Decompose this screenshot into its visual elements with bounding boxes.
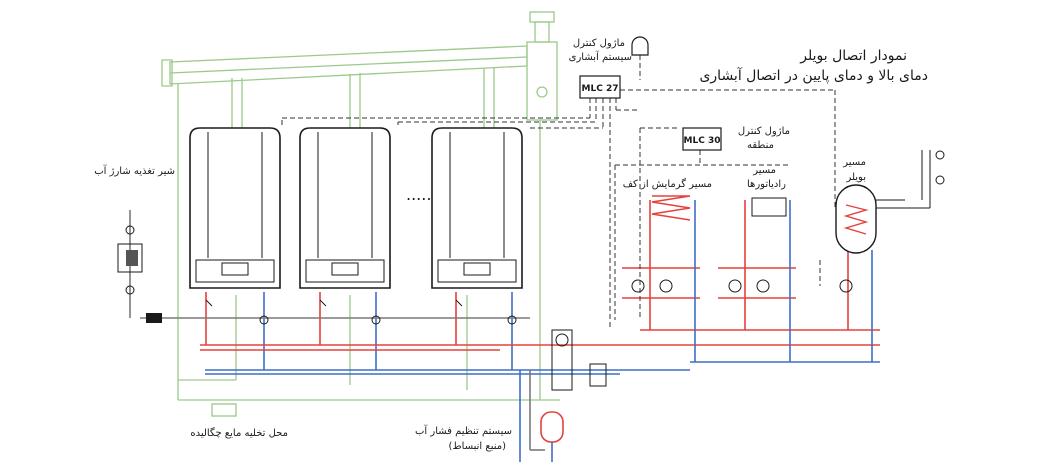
boiler-2 — [299, 127, 391, 289]
cascade-module-box — [579, 75, 621, 99]
boiler-circuit-label-2: بویلر — [845, 172, 866, 183]
zone-module-box — [682, 127, 722, 151]
drain-label: محل تخلیه مایع چگالیده — [190, 427, 288, 439]
radiators-label-1: مسیر — [752, 165, 776, 176]
control-wiring — [281, 55, 836, 330]
zone-manifolds — [622, 150, 945, 363]
zone-module-code: MLC 30 — [684, 136, 721, 146]
fill-valve-assembly — [117, 210, 143, 318]
radiators-label-2: رادیاتورها — [747, 179, 786, 190]
expansion-vessel — [540, 411, 564, 462]
outdoor-sensor-icon — [631, 36, 649, 56]
fill-valve-label: شیر تغذیه شارژ آب — [94, 164, 175, 177]
boiler-circuit-label-1: مسیر — [842, 157, 866, 168]
flue-system — [161, 11, 560, 417]
pressure-label-1: سیستم تنظیم فشار آب — [415, 424, 512, 437]
cascade-module-label-1: ماژول کنترل — [573, 38, 625, 49]
title-line-1: نمودار اتصال بویلر — [799, 48, 907, 64]
floor-heating-label: مسیر گرمایش از کف — [623, 178, 712, 190]
zone-module-label-1: ماژول کنترل — [738, 126, 790, 137]
cascade-module-code: MLC 27 — [582, 84, 619, 94]
zone-module-label-2: منطقه — [747, 140, 774, 151]
cascade-module-label-2: سیستم آبشاری — [569, 50, 632, 63]
title-line-2: دمای بالا و دمای پایین در اتصال آبشاری — [699, 67, 928, 84]
boiler-3 — [431, 127, 523, 289]
boiler-piping — [140, 292, 620, 375]
pressure-label-2: (منبع انبساط) — [449, 441, 507, 452]
hydraulic-separator — [519, 329, 880, 462]
boiler-1 — [189, 127, 281, 289]
boiler-ellipsis: ..... — [406, 185, 431, 204]
